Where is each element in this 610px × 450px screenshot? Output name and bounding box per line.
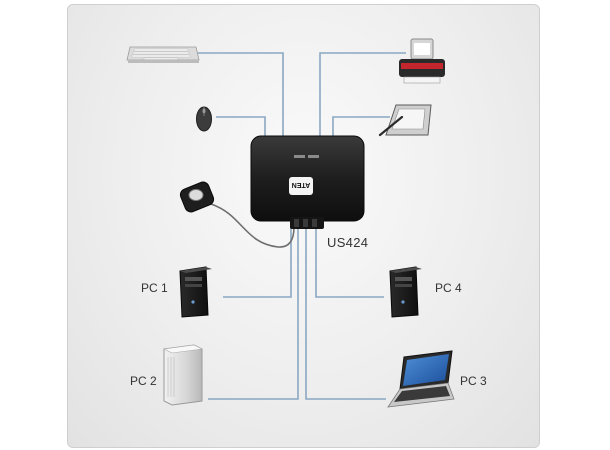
tower-pc-icon — [179, 266, 212, 318]
cable-pc4 — [315, 227, 384, 298]
diagram-panel: ATEN — [67, 4, 540, 448]
cable-mouse — [216, 116, 266, 137]
printer-icon — [399, 38, 445, 84]
tower-pc-icon — [389, 266, 422, 318]
connection-diagram: ATEN — [126, 38, 455, 408]
cable-pc2 — [208, 227, 299, 400]
cable-keyboard — [198, 52, 284, 137]
silver-tower-pc-icon — [162, 344, 204, 406]
cables — [198, 52, 406, 400]
cable-pc3 — [305, 227, 386, 400]
laptop-icon — [387, 350, 455, 408]
remote-cable — [210, 203, 295, 248]
model-label: US424 — [327, 235, 369, 250]
pc4-label: PC 4 — [435, 281, 462, 295]
cable-printer — [319, 52, 406, 137]
mouse-icon — [196, 106, 212, 132]
kvm-hub: ATEN — [250, 135, 365, 229]
drawing-tablet-icon — [378, 104, 432, 137]
pc1-label: PC 1 — [141, 281, 168, 295]
cable-tablet — [332, 116, 390, 137]
cable-pc1 — [223, 227, 292, 298]
pc2-label: PC 2 — [130, 374, 157, 388]
keyboard-icon — [126, 46, 200, 63]
hub-button — [289, 177, 313, 195]
hub-logo: ATEN — [292, 181, 311, 188]
remote-button-icon — [179, 181, 215, 213]
pc3-label: PC 3 — [460, 374, 487, 388]
